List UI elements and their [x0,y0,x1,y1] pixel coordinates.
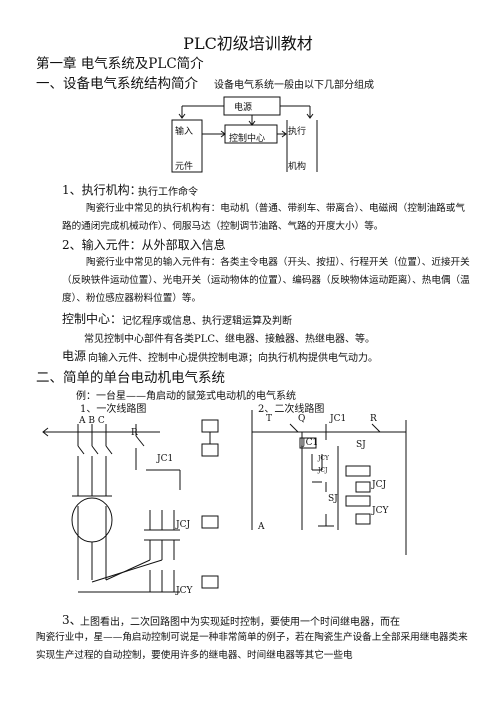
exec-label-bottom: 机构 [288,162,307,172]
phase-labels: A B C [79,416,105,426]
section2-example: 例：一台星——角启动的鼠笼式电动机的电气系统 [76,391,296,402]
sj-box [345,495,371,507]
primary-jcy-label: JCY [176,586,193,596]
item1-heading: 1、执行机构： [62,183,142,197]
item3-heading: 控制中心： [62,312,123,326]
secondary-sj-label: SJ [328,494,338,504]
item1-desc: 执行工作命令 [138,187,198,198]
section1-note: 设备电气系统一般由以下几部分组成 [214,80,374,91]
jcy-coil [355,513,371,525]
jcj-coil [355,481,371,493]
primary-jcj-label: JCJ [176,520,191,530]
input-label-top: 输入 [175,127,194,137]
secondary-jcy-small: JCY [318,455,329,462]
secondary-t-label: T [266,414,273,424]
input-element-box [171,119,203,173]
sj-top-box [345,465,371,477]
item5-paragraph: 陶瓷行业中，星——角启动控制可说是一种非常简单的例子，若在陶瓷生产设备上全部采用… [36,632,468,661]
secondary-q-label: Q [298,414,306,424]
item5-desc: 上图看出，二次回路图中为实现延时控制，要使用一个时间继电器，而在 [80,617,400,628]
section1-heading: 一、设备电气系统结构简介 [36,76,198,92]
item2-heading: 2、输入元件：从外部取入信息 [62,238,226,252]
secondary-jc1-contact-label: JC1 [302,438,319,448]
secondary-jcy-label: JCY [372,506,389,516]
exec-label-top: 执行 [288,127,307,137]
jcy-coil-box [201,575,219,589]
jc1-coil-box [201,419,219,433]
document-title: PLC初级培训教材 [183,34,313,53]
jcj-coil-box [201,515,219,529]
item5-heading: 3、 [62,613,82,627]
item4-heading: 电源 [62,349,87,363]
primary-r-label: R [131,428,138,438]
item2-paragraph: 陶瓷行业中常见的输入元件有：各类主令电器（开头、按扭）、行程开关（位置）、近接开… [62,257,470,304]
item3-desc: 记忆程序或信息、执行逻辑运算及判断 [122,316,292,327]
secondary-sj-top-label: SJ [356,440,366,450]
section2-heading: 二、简单的单台电动机电气系统 [36,370,225,386]
item3-paragraph: 常见控制中心部件有各类PLC、继电器、接触器、热继电器、等。 [84,334,376,345]
secondary-circuit-diagram [251,410,407,555]
secondary-jcj-small: JCJ [318,467,328,474]
item1-paragraph: 陶瓷行业中常见的执行机构有：电动机（普通、带刹车、带离合）、电磁阀（控制油路或气… [62,203,465,232]
chapter-title: 第一章 电气系统及PLC简介 [36,56,204,72]
primary-jc1-label: JC1 [157,454,174,464]
jc1-contact-box [299,437,317,449]
secondary-jc1-label: JC1 [330,414,347,424]
secondary-a-label: A [258,522,265,532]
secondary-jcj-label: JCJ [372,480,387,490]
secondary-r-label: R [370,414,377,424]
control-center-label: 控制中心 [229,134,266,144]
section2-sub2: 2、二次线路图 [258,404,325,415]
primary-circuit-diagram [42,419,219,593]
section2-sub1: 1、一次线路图 [80,404,147,415]
item4-desc: 向输入元件、控制中心提供控制电源；向执行机构提供电气动力。 [88,353,378,364]
input-label-bottom: 元件 [175,162,194,172]
power-label: 电源 [234,103,253,113]
system-structure-diagram [171,96,318,173]
